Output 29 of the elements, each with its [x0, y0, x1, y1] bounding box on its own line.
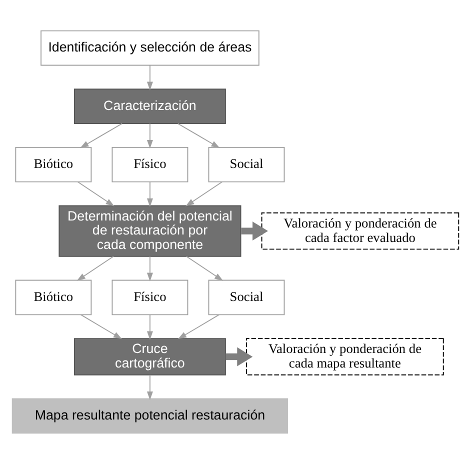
node-box: Social	[208, 280, 285, 316]
arrow	[146, 123, 153, 149]
arrow	[77, 181, 114, 206]
node-box: Físico	[112, 146, 188, 182]
node-box: Social	[208, 146, 285, 182]
node-box: Biótico	[15, 280, 92, 316]
arrow	[178, 314, 220, 340]
node-box: Biótico	[15, 146, 92, 182]
arrow	[76, 256, 114, 281]
arrow	[146, 374, 153, 400]
node-box: Cruce cartográfico	[74, 338, 226, 376]
arrow	[80, 314, 122, 340]
node-box: Valoración y ponderación de cada mapa resultante	[246, 338, 444, 376]
arrow	[241, 222, 268, 241]
node-box: Determinación del potencial de restauración por cada componente	[58, 205, 242, 257]
arrow	[146, 181, 153, 207]
node-box: Físico	[112, 280, 188, 316]
arrow	[146, 64, 153, 90]
arrow	[226, 347, 253, 366]
node-box: Valoración y ponderación de cada factor evaluado	[261, 212, 460, 250]
arrow	[177, 123, 220, 148]
node-box: Mapa resultante potencial restauración	[12, 398, 288, 434]
arrow	[146, 256, 153, 282]
arrow	[146, 314, 153, 340]
arrow	[186, 256, 224, 281]
arrow	[186, 181, 223, 206]
arrow	[80, 123, 123, 148]
node-box: Identificación y selección de áreas	[40, 30, 260, 66]
node-box: Caracterización	[74, 88, 226, 124]
